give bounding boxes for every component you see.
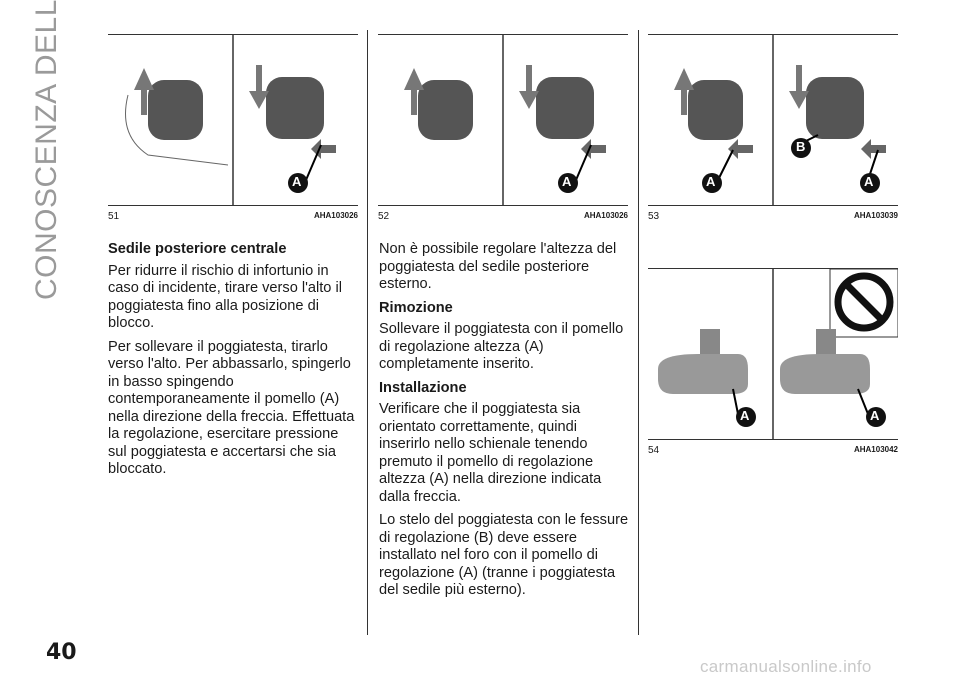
paragraph: Lo stelo del poggiatesta con le fessure … [379,512,629,598]
figure-label-a: A [292,174,302,189]
paragraph: Sollevare il poggiatesta con il pomello … [379,321,624,372]
figure-51: A 51 AHA103026 [108,34,358,226]
heading-installazione: Installazione [379,379,467,396]
figure-label-a: A [706,174,716,189]
figure-code: AHA103039 [853,211,898,220]
figure-label-a: A [562,174,572,189]
figure-54: A A 54 AHA103042 [648,268,898,463]
figure-label-a: A [864,174,874,189]
heading-rimozione: Rimozione [379,299,453,316]
paragraph: Non è possibile regolare l'altezza del p… [379,241,617,292]
figure-number: 54 [648,445,660,456]
watermark-footer: carmanualsonline.info [700,657,872,676]
figure-number: 52 [378,211,390,222]
page-number: 40 [46,640,77,665]
column-2-text: Non è possibile regolare l'altezza del p… [379,241,631,606]
figure-label-a: A [740,408,750,423]
figure-53: A B A 53 AHA103039 [648,34,898,226]
figure-label-a: A [870,408,880,423]
headrest-stem-illustration [658,269,898,439]
figure-number: 53 [648,211,660,222]
figure-code: AHA103026 [313,211,358,220]
figure-label-b: B [796,139,806,154]
headrest-illustration [125,35,336,205]
section-side-title: CONOSCENZA DELLA VETTURA [30,0,63,300]
paragraph: Per sollevare il poggiatesta, tirarlo ve… [108,338,355,478]
figure-code: AHA103042 [853,445,898,454]
headrest-illustration [674,35,886,205]
heading-sedile-posteriore-centrale: Sedile posteriore centrale [108,241,287,257]
paragraph: Per ridurre il rischio di infortunio in … [108,262,342,332]
headrest-illustration [404,35,606,205]
column-divider [367,30,368,635]
paragraph: Verificare che il poggiatesta sia orient… [379,401,602,505]
figure-number: 51 [108,211,120,222]
column-divider [638,30,639,635]
figure-code: AHA103026 [583,211,628,220]
column-1-text: Sedile posteriore centrale Per ridurre i… [108,241,360,485]
figure-52: A 52 AHA103026 [378,34,628,226]
